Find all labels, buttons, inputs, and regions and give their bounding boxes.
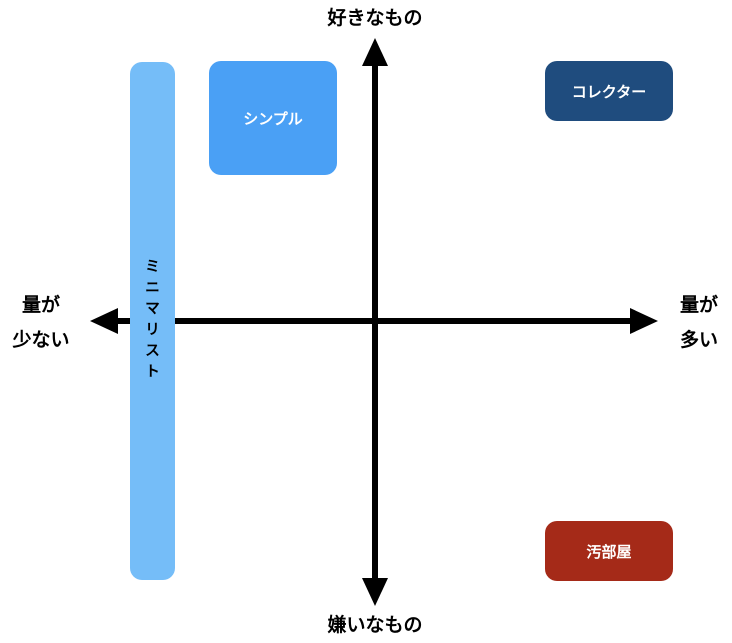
simple-box: シンプル	[209, 61, 337, 175]
axis-label-bottom: 嫌いなもの	[327, 614, 423, 636]
collector-label: コレクター	[571, 82, 647, 101]
arrow-down-icon	[362, 578, 388, 606]
axis-label-left-line2: 少ない	[12, 329, 70, 351]
axis-label-right-line2: 多い	[679, 329, 718, 351]
messy-room-box: 汚部屋	[545, 521, 673, 581]
axis-label-left: 量が 少ない	[0, 292, 82, 353]
arrow-up-icon	[362, 38, 388, 66]
arrow-left-icon	[90, 308, 118, 334]
minimalist-box: ミニマリスト	[130, 62, 175, 580]
minimalist-label: ミニマリスト	[143, 258, 161, 384]
axis-label-top: 好きなもの	[327, 7, 423, 29]
axis-label-right-line1: 量が	[679, 294, 718, 316]
simple-label: シンプル	[243, 109, 303, 128]
arrow-right-icon	[630, 308, 658, 334]
axis-label-left-line1: 量が	[21, 294, 60, 316]
messy-room-label: 汚部屋	[586, 542, 632, 561]
axis-label-right: 量が 多い	[664, 292, 732, 353]
collector-box: コレクター	[545, 61, 673, 121]
